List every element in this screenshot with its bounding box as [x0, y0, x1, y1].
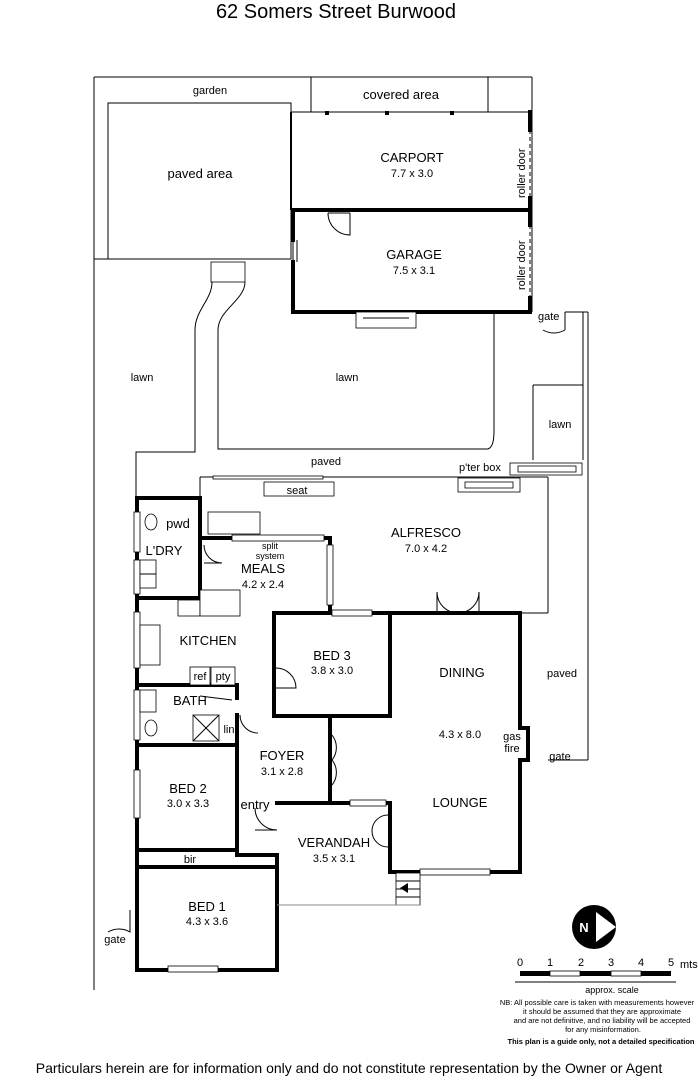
label-gate-top: gate	[538, 311, 559, 323]
garage	[291, 208, 566, 334]
label-seat: seat	[287, 485, 308, 497]
label-paved-area: paved area	[167, 166, 233, 181]
scale-tick-0: 0	[517, 957, 523, 969]
label-lawn-center: lawn	[336, 372, 359, 384]
label-split: split	[262, 541, 279, 551]
label-paved-right: paved	[547, 668, 577, 680]
label-verandah: VERANDAH	[298, 835, 370, 850]
fixtures	[139, 462, 583, 906]
label-pter-box: p'ter box	[459, 462, 501, 474]
label-foyer: FOYER	[260, 748, 305, 763]
note-line-4: for any misinformation.	[565, 1025, 641, 1034]
label-bed1-dim: 4.3 x 3.6	[186, 916, 228, 928]
label-ldry: L'DRY	[146, 543, 183, 558]
label-lounge: LOUNGE	[433, 795, 488, 810]
label-roller-door-2: roller door	[516, 240, 528, 290]
north-label: N	[579, 920, 588, 935]
label-meals-dim: 4.2 x 2.4	[242, 579, 284, 591]
label-bed2: BED 2	[169, 781, 207, 796]
label-bed1: BED 1	[188, 899, 226, 914]
label-verandah-dim: 3.5 x 3.1	[313, 853, 355, 865]
scale-tick-4: 4	[638, 957, 644, 969]
label-kitchen: KITCHEN	[179, 633, 236, 648]
room-labels: garden covered area paved area CARPORT 7…	[104, 85, 577, 946]
label-bir: bir	[184, 854, 197, 866]
label-meals: MEALS	[241, 561, 285, 576]
label-bed3-dim: 3.8 x 3.0	[311, 665, 353, 677]
label-alfresco: ALFRESCO	[391, 525, 461, 540]
label-pty: pty	[216, 671, 231, 683]
scale-bar: 0 1 2 3 4 5 mts. approx. scale	[515, 957, 698, 995]
label-ref: ref	[194, 671, 208, 683]
label-garage-dim: 7.5 x 3.1	[393, 265, 435, 277]
label-lawn-left: lawn	[131, 372, 154, 384]
disclaimer: NB: All possible care is taken with meas…	[500, 998, 695, 1046]
label-paved-mid: paved	[311, 456, 341, 468]
scale-tick-1: 1	[547, 957, 553, 969]
label-roller-door-1: roller door	[516, 148, 528, 198]
label-garage: GARAGE	[386, 247, 442, 262]
label-dining: DINING	[439, 665, 485, 680]
doors	[107, 544, 480, 933]
scale-unit: mts.	[680, 959, 698, 971]
label-gas: gas	[503, 731, 521, 743]
label-entry: entry	[241, 797, 270, 812]
scale-tick-2: 2	[578, 957, 584, 969]
note-guide: This plan is a guide only, not a detaile…	[508, 1037, 695, 1046]
label-bath: BATH	[173, 693, 207, 708]
label-pwd: pwd	[166, 516, 190, 531]
scale-caption: approx. scale	[585, 985, 639, 995]
plan-title: 62 Somers Street Burwood	[216, 1, 456, 23]
scale-tick-5: 5	[668, 957, 674, 969]
label-lawn-right: lawn	[549, 419, 572, 431]
label-carport-dim: 7.7 x 3.0	[391, 168, 433, 180]
label-system: system	[256, 551, 285, 561]
label-carport: CARPORT	[380, 150, 443, 165]
label-gate-right: gate	[549, 751, 570, 763]
label-foyer-dim: 3.1 x 2.8	[261, 766, 303, 778]
label-fire: fire	[504, 743, 519, 755]
windows	[133, 475, 491, 973]
scale-tick-3: 3	[608, 957, 614, 969]
north-compass: N	[572, 905, 616, 949]
label-lin: lin	[223, 724, 234, 736]
label-gate-left: gate	[104, 934, 125, 946]
footer-disclaimer: Particulars herein are for information o…	[36, 1060, 663, 1076]
label-alfresco-dim: 7.0 x 4.2	[405, 543, 447, 555]
label-bed2-dim: 3.0 x 3.3	[167, 798, 209, 810]
label-garden: garden	[193, 85, 227, 97]
label-dining-lounge-dim: 4.3 x 8.0	[439, 729, 481, 741]
note-line-2: it should be assumed that they are appro…	[523, 1007, 681, 1016]
note-line-1: NB: All possible care is taken with meas…	[500, 998, 695, 1007]
label-covered-area: covered area	[363, 87, 440, 102]
label-bed3: BED 3	[313, 648, 351, 663]
note-line-3: and are not definitive, and no liability…	[514, 1016, 691, 1025]
